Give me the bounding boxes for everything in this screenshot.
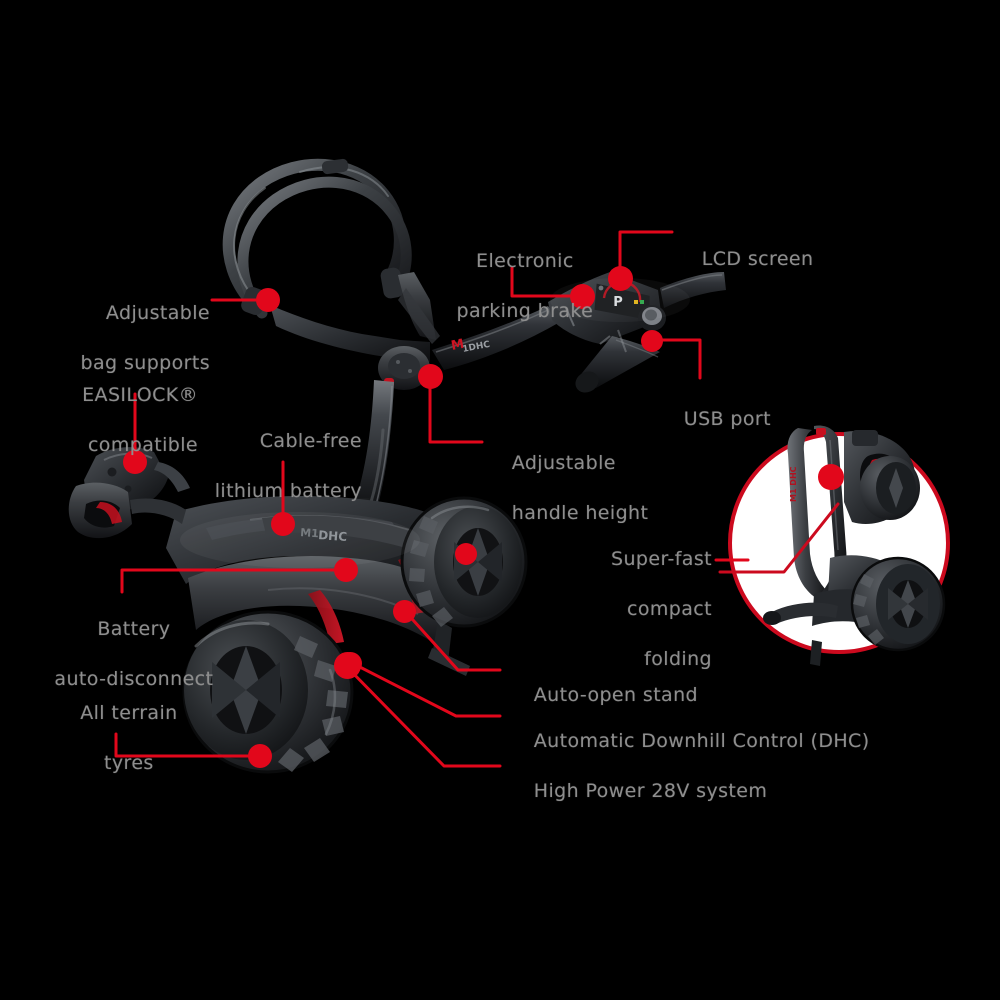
label-usb-port[interactable]: USB port (658, 382, 818, 457)
label-line: compatible (87, 434, 198, 456)
folded-trolley-inset (728, 432, 950, 654)
label-electronic-parking-brake[interactable]: Electronic parking brake (428, 224, 596, 349)
label-cable-free-lithium-battery[interactable]: Cable-free lithium battery (162, 404, 362, 529)
leader-battery-auto-disconnect (120, 568, 348, 594)
label-line: compact (627, 598, 712, 620)
label-line: EASILOCK® (82, 384, 198, 406)
label-line: Cable-free (259, 430, 362, 452)
hotspot-battery-auto-disconnect[interactable] (334, 558, 358, 582)
label-all-terrain-tyres[interactable]: All terrain tyres (20, 676, 212, 801)
label-line: Auto-open stand (533, 684, 698, 706)
hotspot-cable-free-lithium-battery[interactable] (271, 512, 295, 536)
label-line: Adjustable (105, 302, 210, 324)
hotspot-easilock-compatible[interactable] (123, 450, 147, 474)
label-line: Adjustable (511, 452, 616, 474)
label-automatic-downhill-control[interactable]: Automatic Downhill Control (DHC) (508, 704, 908, 779)
label-super-fast-compact-folding[interactable]: Super-fast compact folding (546, 522, 712, 697)
hotspot-rear-wheel[interactable] (455, 543, 477, 565)
hotspot-usb-port[interactable] (641, 330, 663, 352)
leader-high-power-28v-system (342, 662, 502, 768)
bag-support-hoop (222, 158, 412, 319)
leader-automatic-downhill-control (348, 660, 502, 718)
label-line: Battery (97, 618, 171, 640)
hotspot-auto-open-stand[interactable] (393, 600, 416, 623)
hotspot-adjustable-handle-height[interactable] (418, 364, 443, 389)
label-line: auto-disconnect (54, 668, 214, 690)
speed-control-knob (638, 305, 666, 331)
leader-auto-open-stand (402, 608, 502, 672)
label-line: handle height (511, 502, 649, 524)
label-line: Automatic Downhill Control (DHC) (533, 730, 870, 752)
upper-frame-yoke (270, 272, 440, 390)
label-line: tyres (104, 752, 154, 774)
hotspot-lcd-screen[interactable] (608, 266, 633, 291)
label-high-power-28v-system[interactable]: High Power 28V system (508, 754, 828, 829)
hotspot-high-power-28v-system[interactable] (334, 652, 361, 679)
label-line: bag supports (80, 352, 210, 374)
hotspot-super-fast-compact-folding[interactable] (818, 464, 844, 490)
label-lcd-screen[interactable]: LCD screen (676, 222, 876, 297)
label-easilock-compatible[interactable]: EASILOCK® compatible (10, 358, 198, 483)
hotspot-electronic-parking-brake[interactable] (570, 284, 595, 309)
label-line: LCD screen (701, 248, 814, 270)
label-auto-open-stand[interactable]: Auto-open stand (508, 658, 768, 733)
hotspot-adjustable-bag-supports[interactable] (256, 288, 280, 312)
label-adjustable-bag-supports[interactable]: Adjustable bag supports (20, 276, 210, 401)
label-battery-auto-disconnect[interactable]: Battery auto-disconnect (10, 592, 232, 717)
label-line: parking brake (456, 300, 594, 322)
svg-text:DHC: DHC (318, 528, 348, 544)
hotspot-all-terrain-tyres[interactable] (248, 744, 272, 768)
label-line: lithium battery (214, 480, 362, 502)
svg-text:P: P (613, 295, 623, 310)
label-line: All terrain (80, 702, 178, 724)
label-line: USB port (683, 408, 771, 430)
label-line: Super-fast (611, 548, 712, 570)
label-line: Electronic (476, 250, 574, 272)
label-line: folding (644, 648, 712, 670)
label-adjustable-handle-height[interactable]: Adjustable handle height (486, 426, 686, 551)
label-line: High Power 28V system (533, 780, 768, 802)
